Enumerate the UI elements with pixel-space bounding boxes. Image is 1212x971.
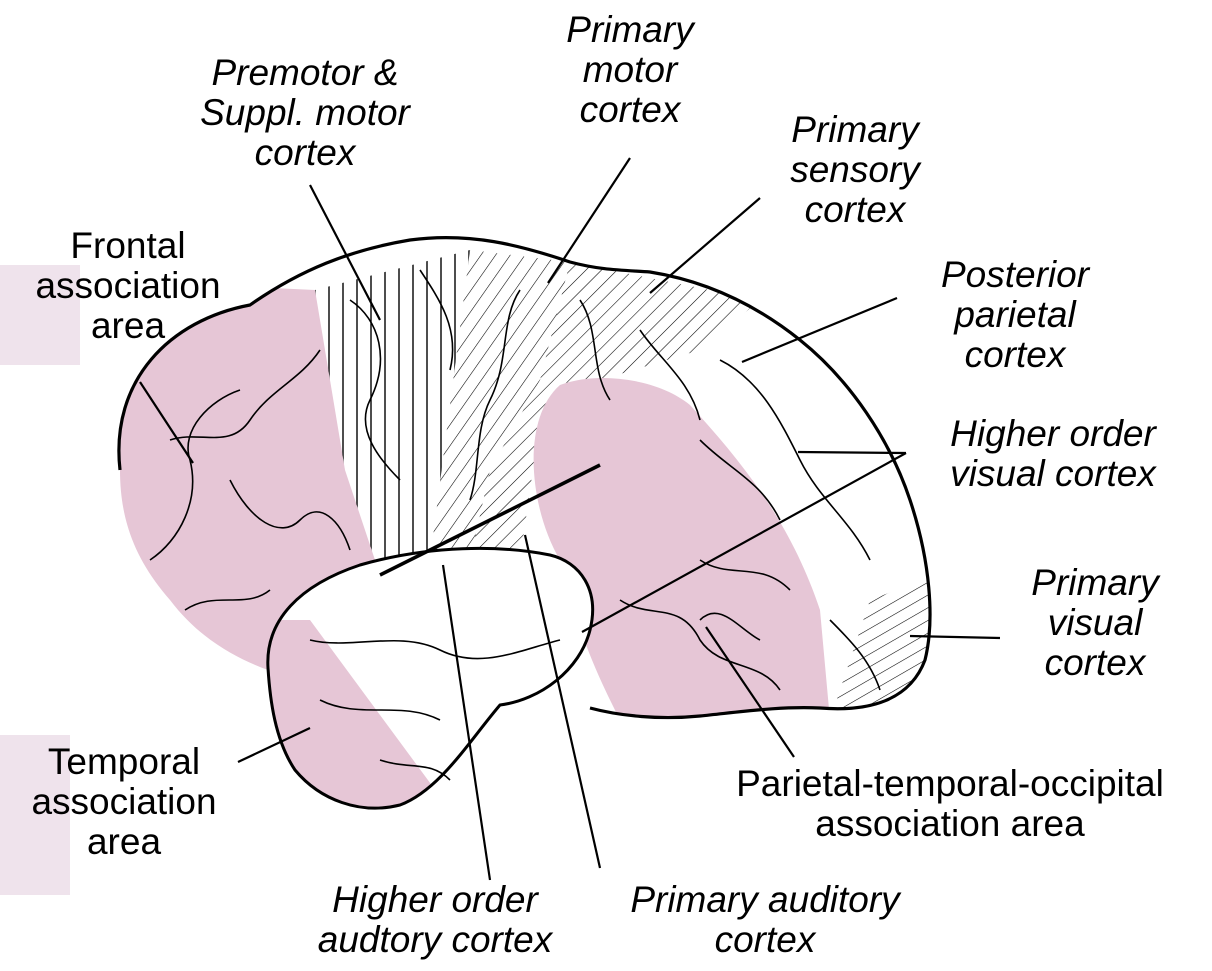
leader-primary-sensory bbox=[650, 198, 760, 293]
leader-higher-visual-a bbox=[798, 452, 906, 453]
leader-primary-motor bbox=[548, 158, 630, 283]
